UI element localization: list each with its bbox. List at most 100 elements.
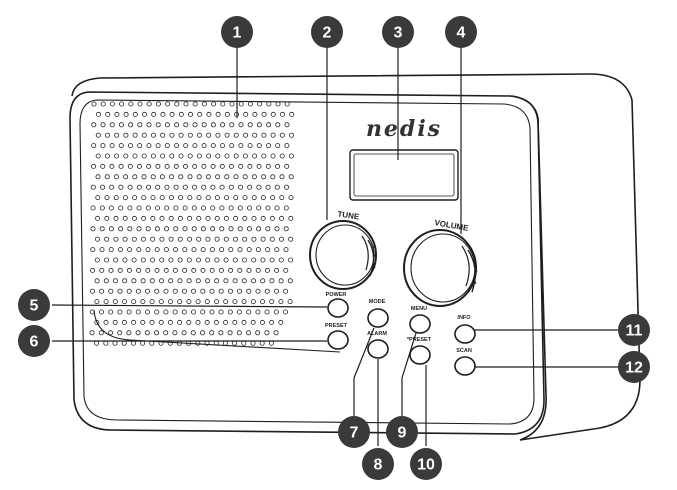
grille-hole	[187, 174, 193, 180]
grille-hole	[220, 122, 226, 128]
grille-hole	[219, 184, 225, 190]
grille-hole	[196, 236, 202, 242]
grille-hole	[144, 309, 150, 315]
grille-hole	[103, 299, 109, 305]
grille-hole	[91, 163, 97, 169]
tune-knob[interactable]	[309, 220, 377, 290]
alarm-label: ALARM	[367, 331, 387, 337]
grille-hole	[182, 205, 188, 211]
grille-hole	[126, 267, 132, 273]
grille-hole	[284, 122, 290, 128]
grille-hole	[288, 215, 294, 221]
grille-hole	[123, 111, 129, 117]
grille-hole	[94, 257, 100, 263]
grille-hole	[223, 215, 229, 221]
grille-hole	[153, 330, 159, 336]
callout-circle	[18, 325, 50, 357]
grille-hole	[94, 278, 100, 284]
grille-hole	[122, 215, 128, 221]
grille-hole	[270, 111, 276, 117]
grille-hole	[275, 143, 281, 149]
grille-hole	[191, 267, 197, 273]
grille-hole	[164, 205, 170, 211]
grille-hole	[237, 226, 243, 232]
grille-hole	[131, 236, 137, 242]
grille-hole	[284, 143, 290, 149]
grille-hole	[174, 122, 180, 128]
grille-hole	[99, 288, 105, 294]
grille-hole	[228, 267, 234, 273]
callout-number: 12	[625, 360, 643, 377]
grille-hole	[136, 226, 142, 232]
grille-hole	[149, 299, 155, 305]
alarm-button[interactable]	[367, 339, 389, 359]
grille-hole	[209, 267, 215, 273]
grille-hole	[140, 340, 146, 346]
info-button[interactable]	[454, 324, 476, 344]
grille-hole	[209, 247, 215, 253]
grille-hole	[287, 299, 293, 305]
tune-label: TUNE	[337, 210, 360, 222]
grille-hole	[256, 143, 262, 149]
menu-button[interactable]	[409, 314, 431, 334]
grille-hole	[205, 236, 211, 242]
grille-hole	[177, 319, 183, 325]
grille-hole	[146, 143, 152, 149]
grille-hole	[132, 132, 138, 138]
callout-7: 7	[338, 416, 370, 448]
grille-hole	[127, 143, 133, 149]
grille-hole	[177, 278, 183, 284]
grille-hole	[283, 226, 289, 232]
grille-hole	[236, 309, 242, 315]
callout-number: 6	[30, 334, 39, 351]
grille-hole	[278, 319, 284, 325]
preset-save-button[interactable]	[409, 345, 431, 365]
power-button[interactable]	[327, 298, 349, 318]
grille-hole	[103, 340, 109, 346]
grille-hole	[118, 205, 124, 211]
grille-hole	[90, 247, 96, 253]
grille-hole	[145, 205, 151, 211]
grille-hole	[150, 153, 156, 159]
grille-hole	[98, 330, 104, 336]
grille-hole	[158, 278, 164, 284]
volume-knob[interactable]	[403, 229, 478, 307]
grille-hole	[192, 163, 198, 169]
grille-hole	[113, 257, 119, 263]
mode-button[interactable]	[367, 308, 389, 328]
grille-hole	[149, 319, 155, 325]
grille-hole	[214, 236, 220, 242]
grille-hole	[265, 226, 271, 232]
grille-hole	[260, 215, 266, 221]
grille-hole	[183, 101, 189, 107]
grille-hole	[219, 226, 225, 232]
grille-hole	[251, 215, 257, 221]
grille-hole	[104, 215, 110, 221]
grille-hole	[132, 153, 138, 159]
grille-hole	[196, 174, 202, 180]
grille-hole	[251, 174, 257, 180]
grille-hole	[241, 340, 247, 346]
grille-hole	[159, 195, 165, 201]
grille-hole	[103, 319, 109, 325]
grille-hole	[118, 143, 124, 149]
grille-hole	[201, 163, 207, 169]
grille-hole	[211, 101, 217, 107]
grille-hole	[232, 299, 238, 305]
grille-hole	[109, 122, 115, 128]
grille-hole	[219, 247, 225, 253]
grille-hole	[126, 330, 132, 336]
grille-hole	[274, 267, 280, 273]
preset-button[interactable]	[327, 330, 349, 350]
grille-hole	[265, 163, 271, 169]
callout-11: 11	[618, 314, 650, 346]
scan-button[interactable]	[454, 356, 476, 376]
grille-hole	[228, 205, 234, 211]
grille-hole	[289, 111, 295, 117]
grille-hole	[104, 174, 110, 180]
grille-hole	[168, 195, 174, 201]
grille-hole	[173, 226, 179, 232]
grille-hole	[168, 278, 174, 284]
display-screen	[349, 149, 459, 201]
grille-hole	[232, 278, 238, 284]
